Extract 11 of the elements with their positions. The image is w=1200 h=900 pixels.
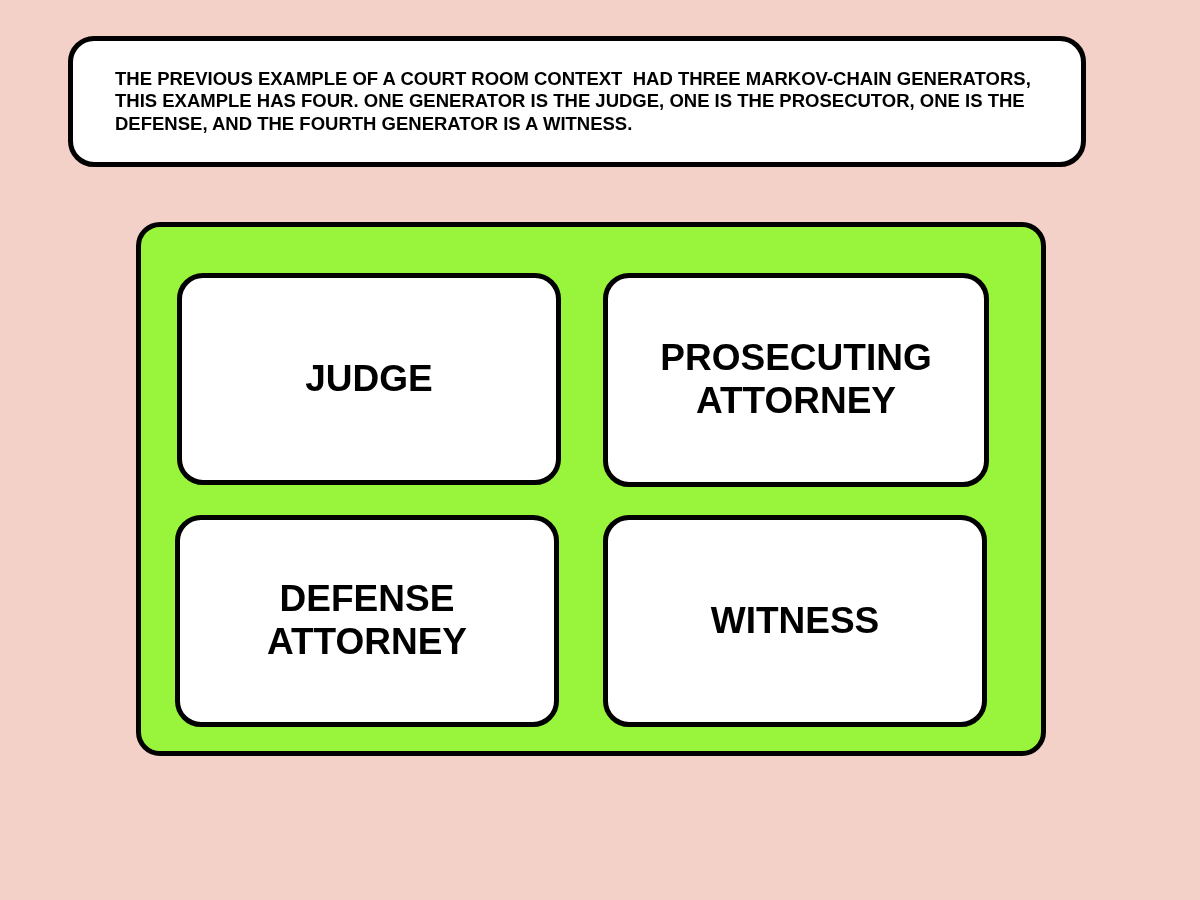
- node-label: DEFENSE ATTORNEY: [265, 578, 469, 664]
- node-label: PROSECUTING ATTORNEY: [659, 337, 933, 423]
- generator-box: [177, 273, 561, 485]
- generator-box: [603, 515, 987, 727]
- description-text: THE PREVIOUS EXAMPLE OF A COURT ROOM CONTEXT HAD THREE MARKOV-CHAIN GENERATORS, THIS EXAMPLE HAS FOUR. ONE GENERATOR IS THE JUDGE, ONE IS THE PROSECUTOR, ONE IS THE DEFENSE, AND THE FOURTH GENERATOR IS A WITNESS.: [115, 68, 1032, 135]
- note-box: [68, 36, 1086, 167]
- node-label: JUDGE: [305, 357, 433, 401]
- panel: [136, 222, 1046, 756]
- generator-box: [175, 515, 559, 727]
- node-label: WITNESS: [710, 599, 880, 643]
- generator-box: [603, 273, 989, 487]
